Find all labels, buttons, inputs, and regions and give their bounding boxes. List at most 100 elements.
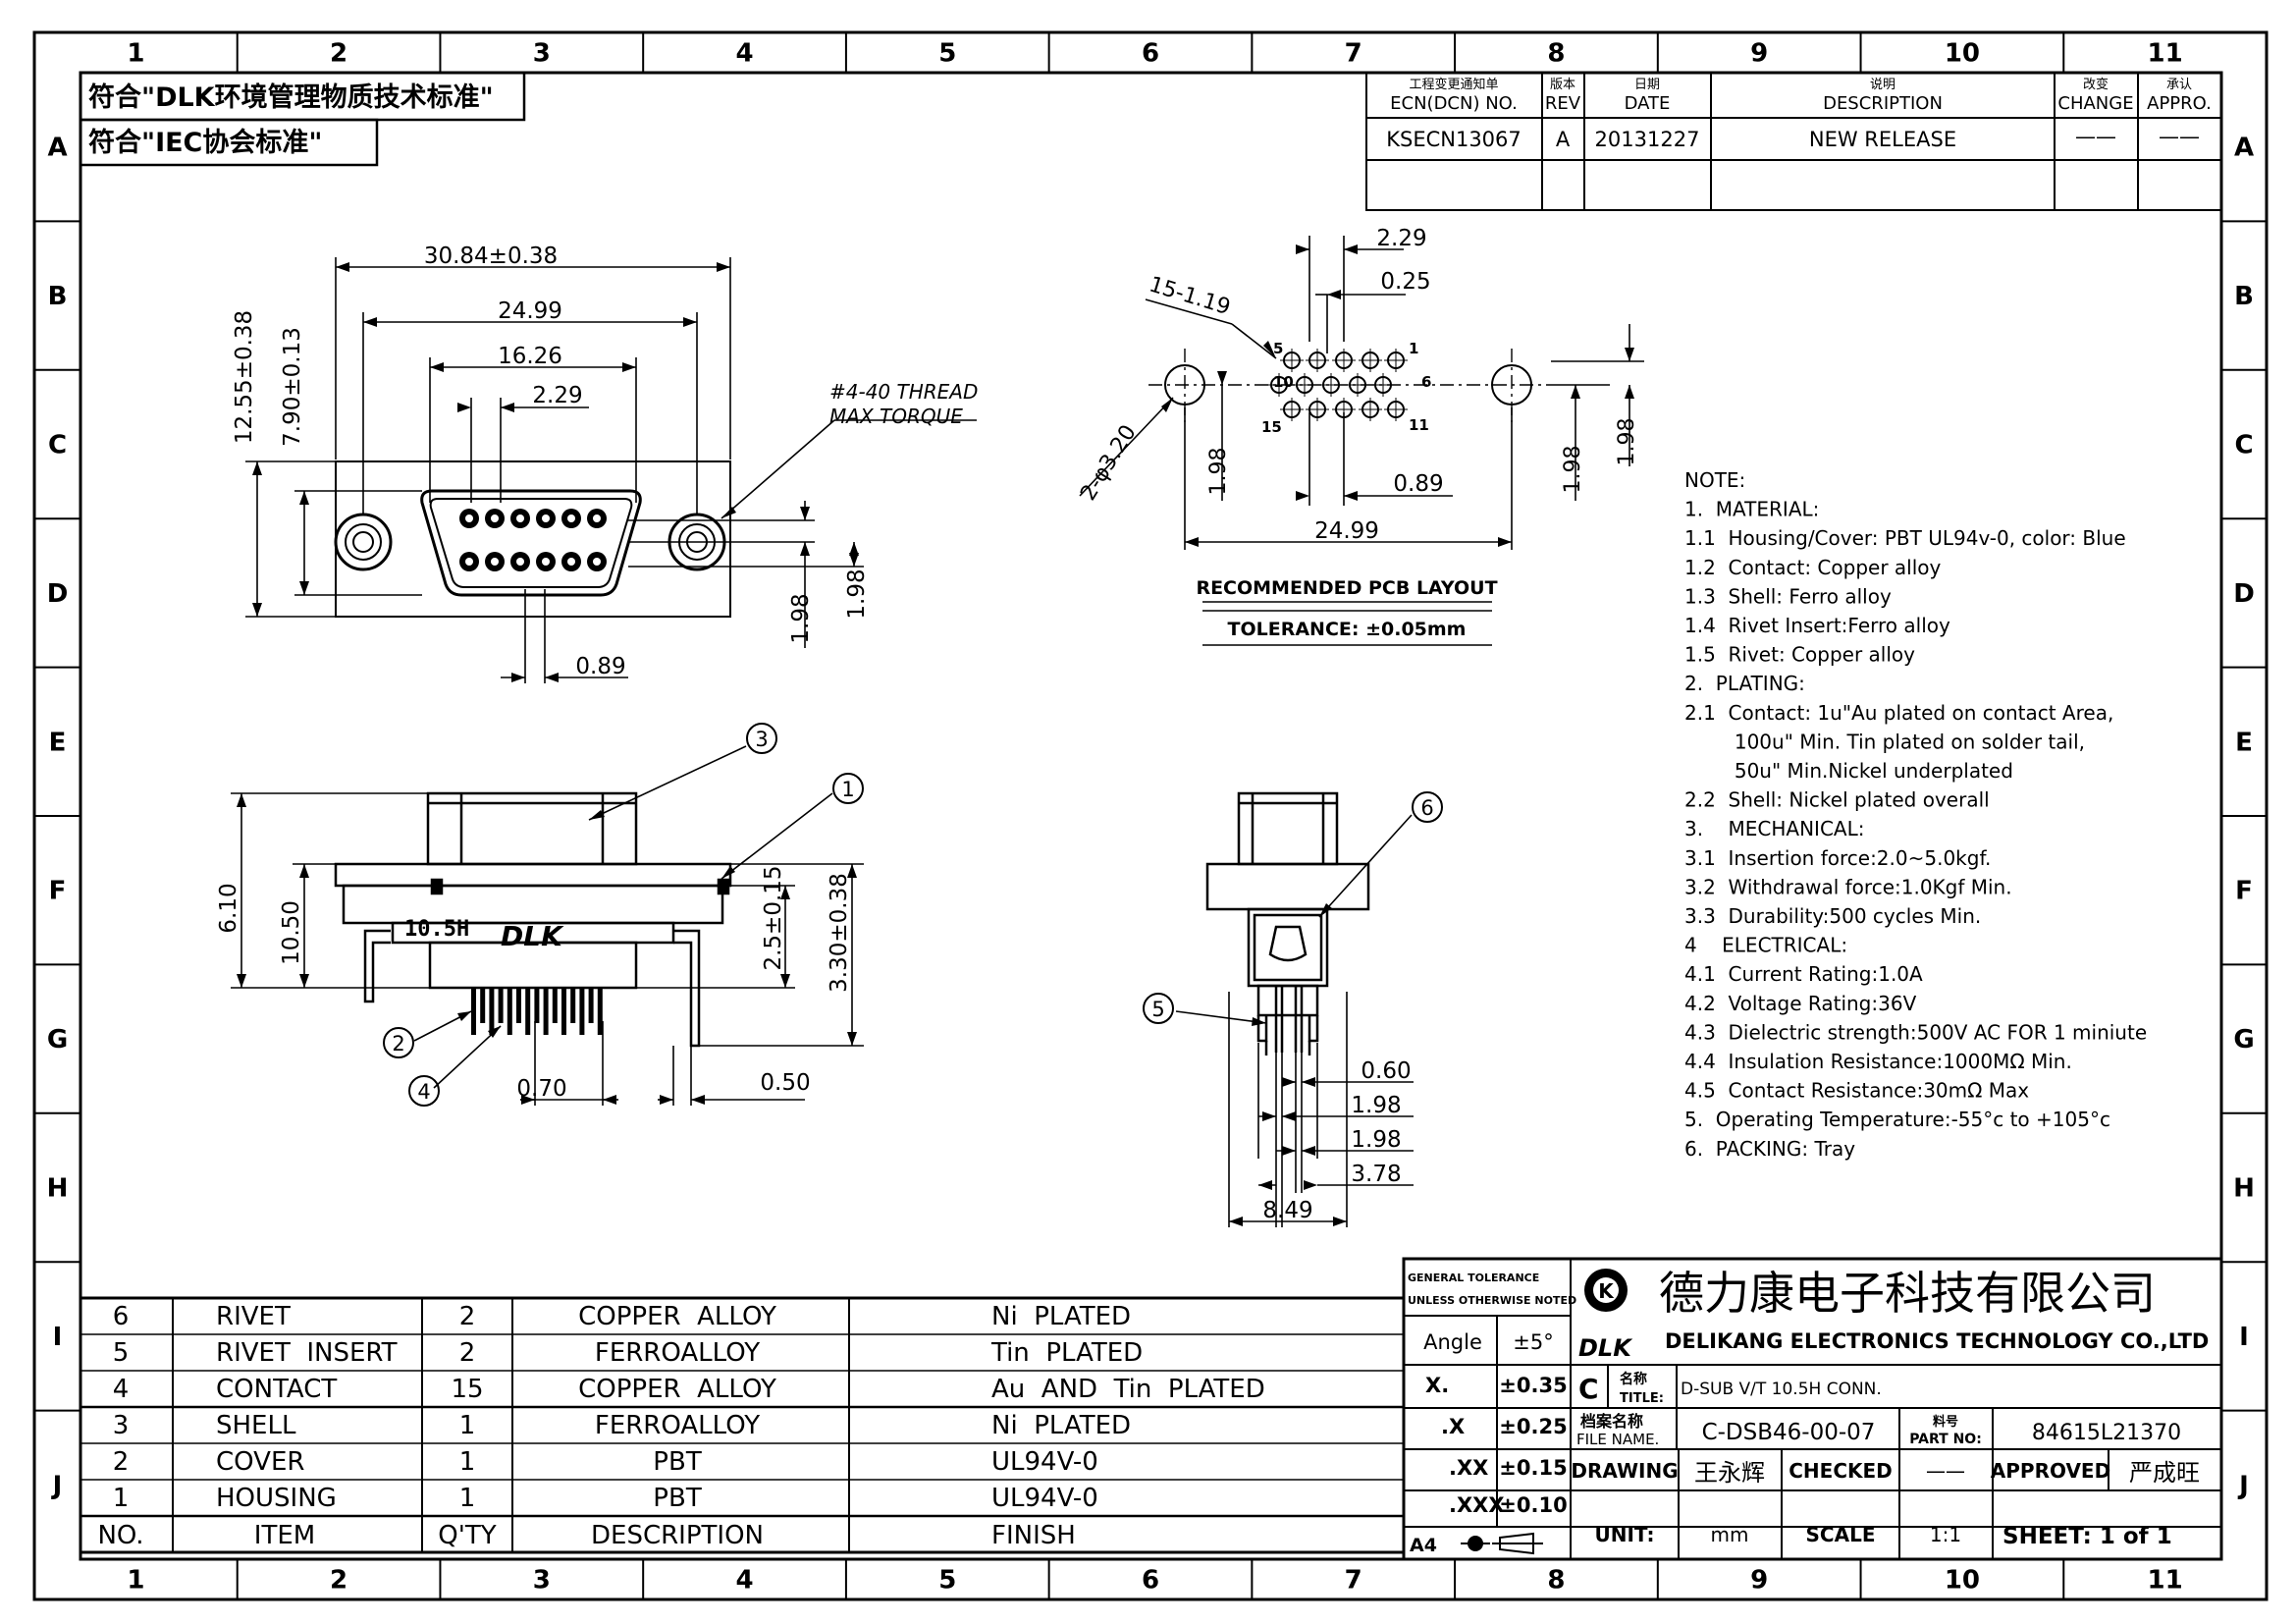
rev-header-date-en: DATE <box>1625 93 1671 114</box>
zone-row-D-right: D <box>2233 579 2255 609</box>
zone-row-J-right: J <box>2237 1471 2249 1500</box>
note-line: 1.3 Shell: Ferro alloy <box>1684 584 1892 608</box>
unit-value: mm <box>1711 1523 1749 1546</box>
general-tolerance-2: UNLESS OTHERWISE NOTED <box>1408 1294 1576 1307</box>
dim-7-90: 7.90±0.13 <box>280 327 305 447</box>
side-dim-6-10: 6.10 <box>216 883 241 933</box>
dim-16-26: 16.26 <box>498 344 562 369</box>
pcb-dim-1-98-c: 1.98 <box>1615 418 1639 466</box>
dim-12-55: 12.55±0.38 <box>232 310 257 444</box>
zone-row-I-left: I <box>53 1323 63 1352</box>
rev-desc-value: NEW RELEASE <box>1809 128 1956 151</box>
side-dim-10-50: 10.50 <box>279 900 304 965</box>
file-name: C-DSB46-00-07 <box>1702 1420 1876 1445</box>
note-line: 1.5 Rivet: Copper alloy <box>1684 643 1915 667</box>
side-dimension-lines <box>231 745 864 1106</box>
end-dim-1-98-b: 1.98 <box>1351 1127 1401 1153</box>
balloon-1: 1 <box>841 778 854 801</box>
rev-header-change-en: CHANGE <box>2057 93 2133 114</box>
zone-column-4-top: 4 <box>735 39 753 69</box>
bom-cell-item: CONTACT <box>216 1375 337 1404</box>
pcb-pin-label-10: 10 <box>1273 373 1294 391</box>
bom-cell-finish: UL94V-0 <box>991 1484 1098 1513</box>
zone-row-C-left: C <box>48 431 67 460</box>
zone-row-F-right: F <box>2235 877 2253 906</box>
note-line: 1.2 Contact: Copper alloy <box>1684 556 1942 579</box>
scale-label: SCALE <box>1806 1523 1876 1546</box>
logo-mark: K <box>1598 1279 1615 1303</box>
contact-tail <box>489 988 495 1035</box>
checked-by: —— <box>1926 1459 1965 1483</box>
rev-header-date-cn: 日期 <box>1634 78 1660 92</box>
pcb-pin-label-11: 11 <box>1409 416 1429 434</box>
note-line: 4 ELECTRICAL: <box>1684 934 1847 957</box>
note-line: 1.4 Rivet Insert:Ferro alloy <box>1684 614 1950 637</box>
note-line: 3.2 Withdrawal force:1.0Kgf Min. <box>1684 875 2012 898</box>
rev-ecn-value: KSECN13067 <box>1386 128 1522 151</box>
front-contact-hole-center <box>465 514 473 522</box>
contact-tail <box>579 988 585 1035</box>
rev-change-value: —— <box>2075 125 2116 148</box>
bom-cell-no: 1 <box>113 1484 130 1513</box>
pcb-layout-title: RECOMMENDED PCB LAYOUT <box>1196 577 1497 599</box>
dim-2-29: 2.29 <box>532 383 582 408</box>
bom-cell-finish: Ni PLATED <box>991 1302 1131 1331</box>
front-contact-hole-center <box>567 558 575 566</box>
zone-column-6-top: 6 <box>1142 39 1159 69</box>
contact-tail <box>588 988 594 1023</box>
end-dim-3-78: 3.78 <box>1351 1162 1401 1187</box>
contact-tail <box>561 988 566 1035</box>
bom-header-qty: Q'TY <box>438 1521 496 1550</box>
front-contact-hole-center <box>567 514 575 522</box>
file-label-en: FILE NAME. <box>1576 1431 1659 1448</box>
tol-angle-label: Angle <box>1423 1330 1482 1354</box>
front-view <box>334 460 731 618</box>
zone-column-9-top: 9 <box>1750 39 1768 69</box>
pcb-arrowheads <box>1161 244 1634 547</box>
front-view-pins <box>459 509 607 571</box>
contact-tail <box>534 988 540 1023</box>
dim-24-99: 24.99 <box>498 298 562 324</box>
bom-header-no: NO. <box>97 1521 143 1550</box>
bom-cell-no: 4 <box>113 1375 130 1404</box>
notes-block: NOTE:1. MATERIAL:1.1 Housing/Cover: PBT … <box>1684 468 2147 1161</box>
contact-tail <box>498 988 504 1023</box>
general-tolerance-1: GENERAL TOLERANCE <box>1408 1272 1539 1284</box>
zone-column-6-bottom: 6 <box>1142 1566 1159 1596</box>
bom-cell-qty: 2 <box>459 1302 476 1331</box>
tol-x1-value: ±0.25 <box>1499 1415 1567 1438</box>
zone-column-7-top: 7 <box>1345 39 1362 69</box>
note-line: 4.4 Insulation Resistance:1000MΩ Min. <box>1684 1050 2072 1073</box>
side-view <box>334 791 732 1048</box>
zone-row-J-left: J <box>51 1471 63 1500</box>
contact-tail <box>552 988 558 1023</box>
zone-column-5-bottom: 5 <box>938 1566 956 1596</box>
note-line: 2. PLATING: <box>1684 672 1805 695</box>
front-contact-hole-center <box>465 558 473 566</box>
tol-xx-label: .XX <box>1449 1456 1488 1480</box>
side-balloons <box>383 723 864 1107</box>
note-line: 3.3 Durability:500 cycles Min. <box>1684 904 1981 928</box>
compliance-box-2 <box>79 118 379 167</box>
pcb-dimension-lines <box>1079 236 1644 646</box>
bom-cell-no: 6 <box>113 1302 130 1331</box>
dim-0-89: 0.89 <box>575 654 625 679</box>
zone-column-1-top: 1 <box>127 39 144 69</box>
approved-by: 严成旺 <box>2129 1459 2200 1487</box>
bom-cell-no: 3 <box>113 1411 130 1440</box>
checked-label: CHECKED <box>1789 1459 1893 1483</box>
zone-row-I-right: I <box>2239 1323 2249 1352</box>
part-number: 84615L21370 <box>2032 1421 2181 1445</box>
pcb-pin-holes <box>1267 349 1408 421</box>
drawing-label: DRAWING <box>1571 1459 1678 1483</box>
scale-value: 1:1 <box>1930 1523 1961 1546</box>
bom-header-finish: FINISH <box>991 1521 1076 1550</box>
dim-1-98-b: 1.98 <box>844 568 870 619</box>
bom-cell-item: HOUSING <box>216 1484 337 1513</box>
pcb-tolerance: TOLERANCE: ±0.05mm <box>1228 619 1467 640</box>
drawing-rev-letter: C <box>1578 1373 1599 1405</box>
front-contact-hole-center <box>491 558 499 566</box>
rev-header-desc-en: DESCRIPTION <box>1823 93 1943 114</box>
